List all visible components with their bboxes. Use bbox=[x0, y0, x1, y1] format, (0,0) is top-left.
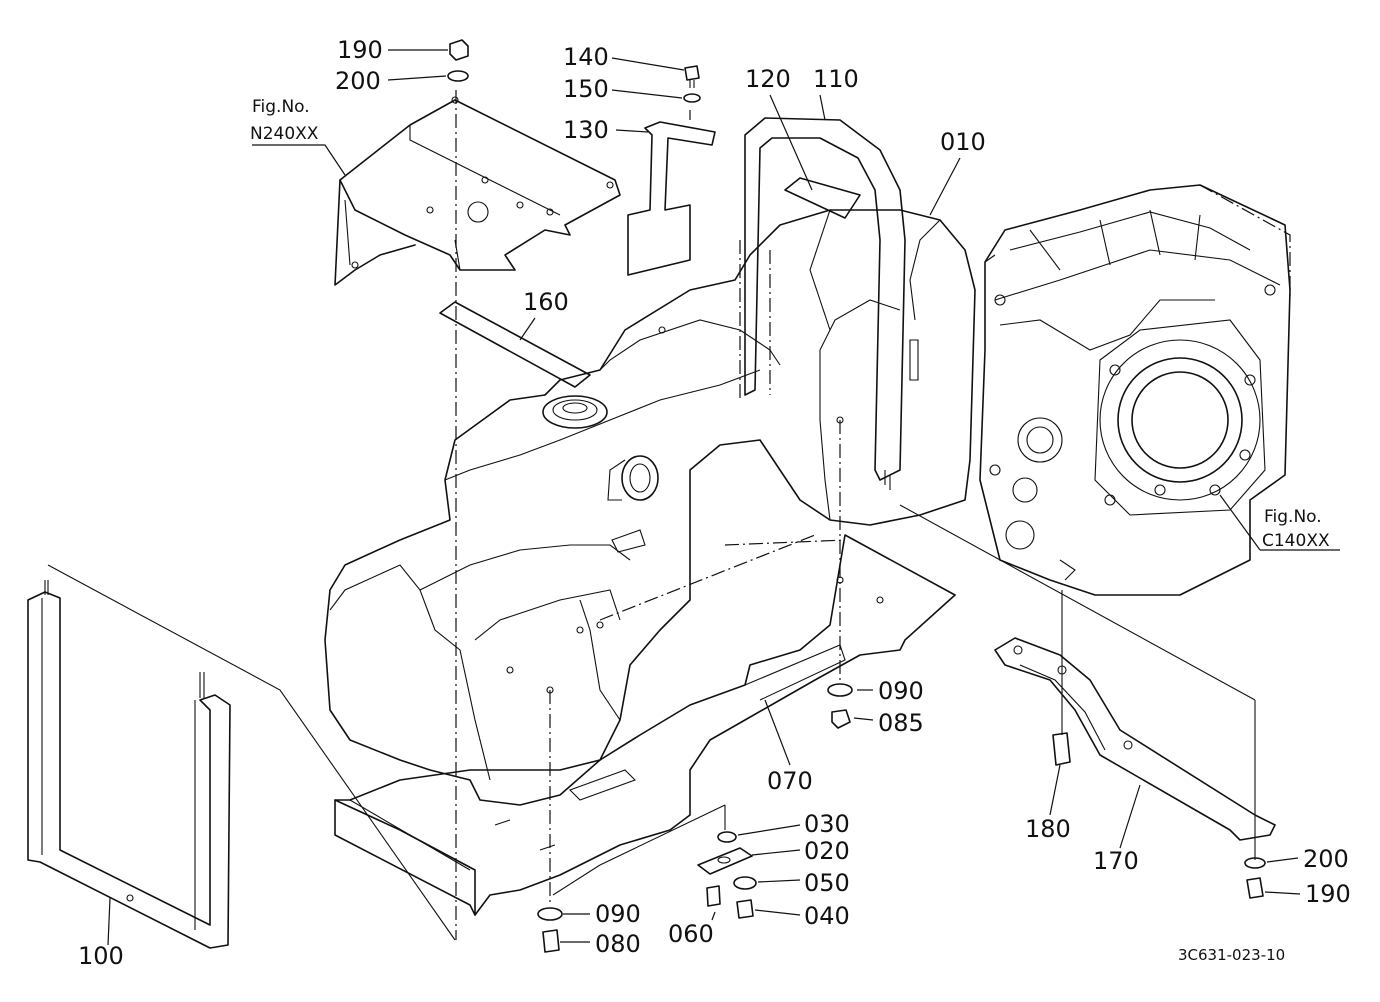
part-label-090-right: 090 bbox=[878, 677, 924, 705]
stay-170 bbox=[994, 637, 1276, 841]
part-label-010: 010 bbox=[940, 128, 986, 156]
part-label-130: 130 bbox=[563, 116, 609, 144]
tank-plate-070 bbox=[334, 534, 956, 916]
part-label-070: 070 bbox=[767, 767, 813, 795]
part-label-060: 060 bbox=[668, 920, 714, 948]
part-label-050: 050 bbox=[804, 869, 850, 897]
fig-ref-n240: Fig.No. N240XX bbox=[250, 97, 319, 144]
band-110 bbox=[744, 117, 906, 490]
part-label-120: 120 bbox=[745, 65, 791, 93]
part-label-200-bottom: 200 bbox=[1303, 845, 1349, 873]
part-label-100: 100 bbox=[78, 942, 124, 970]
part-label-200-top: 200 bbox=[335, 67, 381, 95]
fuel-tank-body bbox=[324, 209, 976, 806]
part-label-150: 150 bbox=[563, 75, 609, 103]
rubber-pad-160 bbox=[439, 301, 591, 388]
part-label-030: 030 bbox=[804, 810, 850, 838]
fig-ref-n240-line1: Fig.No. bbox=[252, 97, 310, 117]
part-label-085: 085 bbox=[878, 709, 924, 737]
fig-ref-n240-line2: N240XX bbox=[250, 124, 319, 144]
part-label-040: 040 bbox=[804, 902, 850, 930]
u-band-100 bbox=[27, 580, 231, 949]
part-label-160: 160 bbox=[523, 288, 569, 316]
leader-lines bbox=[107, 49, 1340, 946]
pad-120 bbox=[784, 177, 861, 219]
hardware bbox=[447, 39, 1266, 953]
assembly-lines bbox=[47, 90, 1256, 941]
part-label-170: 170 bbox=[1093, 847, 1139, 875]
part-label-140: 140 bbox=[563, 43, 609, 71]
part-label-080: 080 bbox=[595, 930, 641, 958]
fig-ref-c140-line2: C140XX bbox=[1262, 531, 1330, 551]
part-label-190-bottom: 190 bbox=[1305, 880, 1351, 908]
fig-ref-c140-line1: Fig.No. bbox=[1264, 507, 1322, 527]
upper-bracket bbox=[334, 96, 621, 286]
part-label-190-top: 190 bbox=[337, 36, 383, 64]
transmission-case bbox=[979, 184, 1291, 596]
bracket-130 bbox=[627, 121, 716, 276]
fig-ref-c140: Fig.No. C140XX bbox=[1262, 507, 1330, 551]
part-label-110: 110 bbox=[813, 65, 859, 93]
drawing-code: 3C631-023-10 bbox=[1178, 946, 1285, 964]
part-label-090-bottom: 090 bbox=[595, 900, 641, 928]
part-label-020: 020 bbox=[804, 837, 850, 865]
part-label-180: 180 bbox=[1025, 815, 1071, 843]
part-labels: 190 200 140 150 130 120 110 010 160 090 … bbox=[78, 36, 1351, 970]
